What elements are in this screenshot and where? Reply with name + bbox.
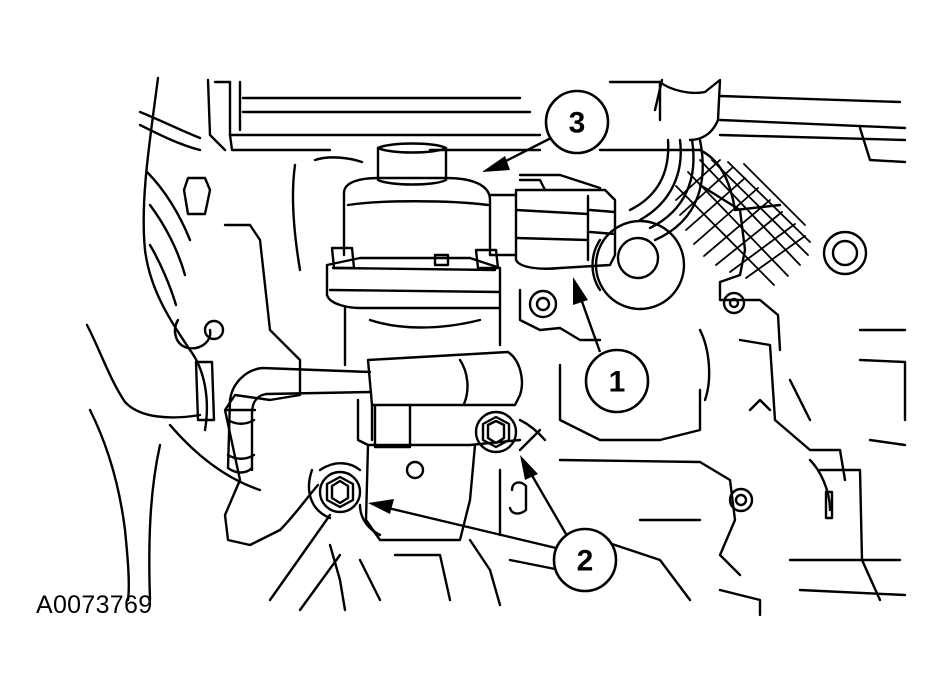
mounting-bolt-upper [474, 410, 547, 454]
figure-id: A0073769 [36, 591, 153, 619]
electrical-connector [488, 178, 617, 270]
heat-shield-mesh [675, 159, 811, 286]
vacuum-hose [224, 366, 372, 474]
callout-2-label: 2 [577, 545, 594, 578]
bracket-hook [498, 468, 528, 537]
engine-casting [223, 148, 907, 617]
wiring-harness [628, 78, 722, 242]
callout-2: 2 [368, 455, 618, 593]
callout-3: 3 [482, 89, 610, 172]
engine-block-left [85, 76, 262, 602]
callout-1: 1 [573, 277, 650, 414]
upper-cover [213, 80, 907, 164]
mounting-bolt-lower [318, 470, 362, 514]
callout-1-label: 1 [609, 366, 626, 399]
callout-3-label: 3 [569, 107, 586, 140]
